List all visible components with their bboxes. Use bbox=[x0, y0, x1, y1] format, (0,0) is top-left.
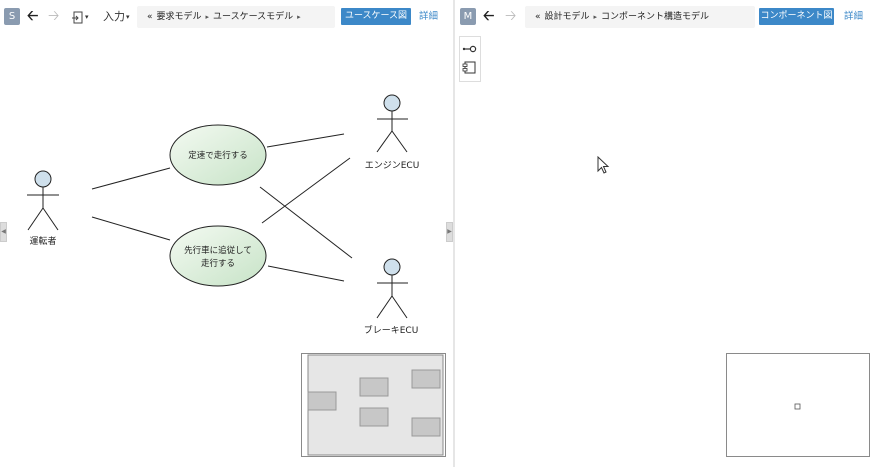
breadcrumb-lead[interactable]: « bbox=[147, 12, 153, 22]
association-line[interactable] bbox=[259, 186, 353, 259]
breadcrumb-item[interactable]: ユースケースモデル bbox=[213, 12, 294, 22]
actor-leg bbox=[376, 130, 393, 153]
actor-leg bbox=[391, 130, 408, 153]
minimap-viewport[interactable] bbox=[794, 403, 801, 410]
minimap-node bbox=[307, 391, 337, 411]
pane-badge: S bbox=[4, 8, 20, 25]
breadcrumb: «要求モデル▸ユースケースモデル▸ bbox=[137, 6, 335, 28]
usecase-diagram-canvas[interactable]: 運転者 エンジンECU ブレーキECU 定速で走行する bbox=[0, 0, 453, 467]
pane-badge: M bbox=[460, 8, 476, 25]
actor-head-icon bbox=[383, 94, 401, 112]
forward-arrow-icon: 🡢 bbox=[48, 8, 60, 24]
minimap-node bbox=[411, 417, 441, 437]
minimap-node bbox=[359, 407, 389, 427]
actor-label: エンジンECU bbox=[365, 161, 420, 171]
overview-minimap[interactable] bbox=[301, 353, 446, 457]
overview-minimap[interactable] bbox=[726, 353, 870, 457]
minimap-canvas bbox=[794, 403, 801, 410]
input-menu-label: 入力 bbox=[103, 10, 125, 23]
breadcrumb-separator-icon: ▸ bbox=[205, 13, 210, 21]
usecase-follow[interactable]: 先行車に追従して 走行する bbox=[169, 225, 267, 287]
association-line[interactable] bbox=[267, 265, 345, 282]
forward-arrow-icon: 🡢 bbox=[505, 8, 517, 24]
element-palette bbox=[459, 36, 481, 82]
left-toolbar: S 🡠 🡢 ▾ 入力▾ «要求モデル▸ユースケースモデル▸ ユースケース図 詳細 bbox=[0, 0, 453, 34]
actor-leg bbox=[391, 295, 408, 319]
association-line[interactable] bbox=[91, 167, 171, 190]
splitter-handle[interactable]: ▶ bbox=[446, 222, 453, 242]
left-diagram-pane: S 🡠 🡢 ▾ 入力▾ «要求モデル▸ユースケースモデル▸ ユースケース図 詳細 bbox=[0, 0, 453, 467]
actor-leg bbox=[42, 207, 59, 231]
breadcrumb-separator-icon: ▸ bbox=[593, 13, 598, 21]
breadcrumb-item[interactable]: コンポーネント構造モデル bbox=[601, 12, 710, 22]
palette-icons bbox=[462, 45, 477, 74]
input-menu-button[interactable]: 入力▾ bbox=[103, 8, 130, 26]
chevron-left-icon: ◀ bbox=[1, 228, 6, 235]
minimap-node bbox=[359, 377, 389, 397]
interface-icon[interactable] bbox=[462, 45, 477, 53]
breadcrumb-item[interactable]: 要求モデル bbox=[156, 12, 202, 22]
component-diagram-button[interactable]: コンポーネント図 bbox=[759, 8, 834, 25]
usecase-diagram-button[interactable]: ユースケース図 bbox=[341, 8, 411, 25]
actor-label: ブレーキECU bbox=[364, 324, 419, 336]
export-icon bbox=[72, 11, 83, 23]
association-line[interactable] bbox=[261, 157, 351, 224]
breadcrumb-separator-icon[interactable]: ▸ bbox=[297, 13, 301, 21]
usecase-label: 定速で走行する bbox=[188, 150, 248, 161]
right-toolbar: M 🡠 🡢 «設計モデル▸コンポーネント構造モデル コンポーネント図 詳細 bbox=[455, 0, 877, 34]
export-menu-button[interactable]: ▾ bbox=[72, 8, 89, 26]
left-collapse-handle[interactable]: ◀ bbox=[0, 222, 7, 242]
right-diagram-pane: M 🡠 🡢 «設計モデル▸コンポーネント構造モデル コンポーネント図 詳細 bbox=[455, 0, 877, 467]
association-line[interactable] bbox=[91, 216, 171, 241]
actor-brake-ecu[interactable]: ブレーキECU bbox=[364, 258, 419, 336]
usecase-label-line2: 走行する bbox=[201, 258, 235, 269]
chevron-right-icon: ▶ bbox=[447, 228, 452, 235]
chevron-down-icon: ▾ bbox=[85, 12, 89, 21]
breadcrumb-lead[interactable]: « bbox=[535, 12, 541, 22]
actor-leg bbox=[27, 207, 44, 231]
usecase-ellipse bbox=[169, 225, 267, 287]
pane-divider[interactable] bbox=[453, 0, 455, 467]
usecase-ellipse bbox=[169, 124, 267, 186]
minimap-canvas bbox=[307, 354, 444, 456]
actor-leg bbox=[376, 295, 393, 319]
association-line[interactable] bbox=[266, 133, 345, 148]
breadcrumb: «設計モデル▸コンポーネント構造モデル bbox=[525, 6, 755, 28]
detail-link[interactable]: 詳細 bbox=[844, 11, 864, 22]
component-icon[interactable] bbox=[462, 61, 476, 74]
associations bbox=[91, 133, 353, 282]
actor-head-icon bbox=[383, 258, 401, 276]
actor-label: 運転者 bbox=[29, 236, 56, 247]
back-arrow-icon[interactable]: 🡠 bbox=[483, 8, 495, 24]
back-arrow-icon[interactable]: 🡠 bbox=[27, 8, 39, 24]
usecase-label-line1: 先行車に追従して bbox=[184, 245, 252, 256]
detail-link[interactable]: 詳細 bbox=[419, 11, 439, 22]
actor-head-icon bbox=[34, 170, 52, 188]
breadcrumb-item[interactable]: 設計モデル bbox=[544, 12, 590, 22]
chevron-down-icon: ▾ bbox=[126, 12, 130, 21]
actor-engine-ecu[interactable]: エンジンECU bbox=[365, 94, 420, 171]
mouse-cursor-icon bbox=[597, 156, 610, 174]
minimap-node bbox=[411, 369, 441, 389]
usecase-cruise[interactable]: 定速で走行する bbox=[169, 124, 267, 186]
actor-driver[interactable]: 運転者 bbox=[27, 170, 59, 247]
